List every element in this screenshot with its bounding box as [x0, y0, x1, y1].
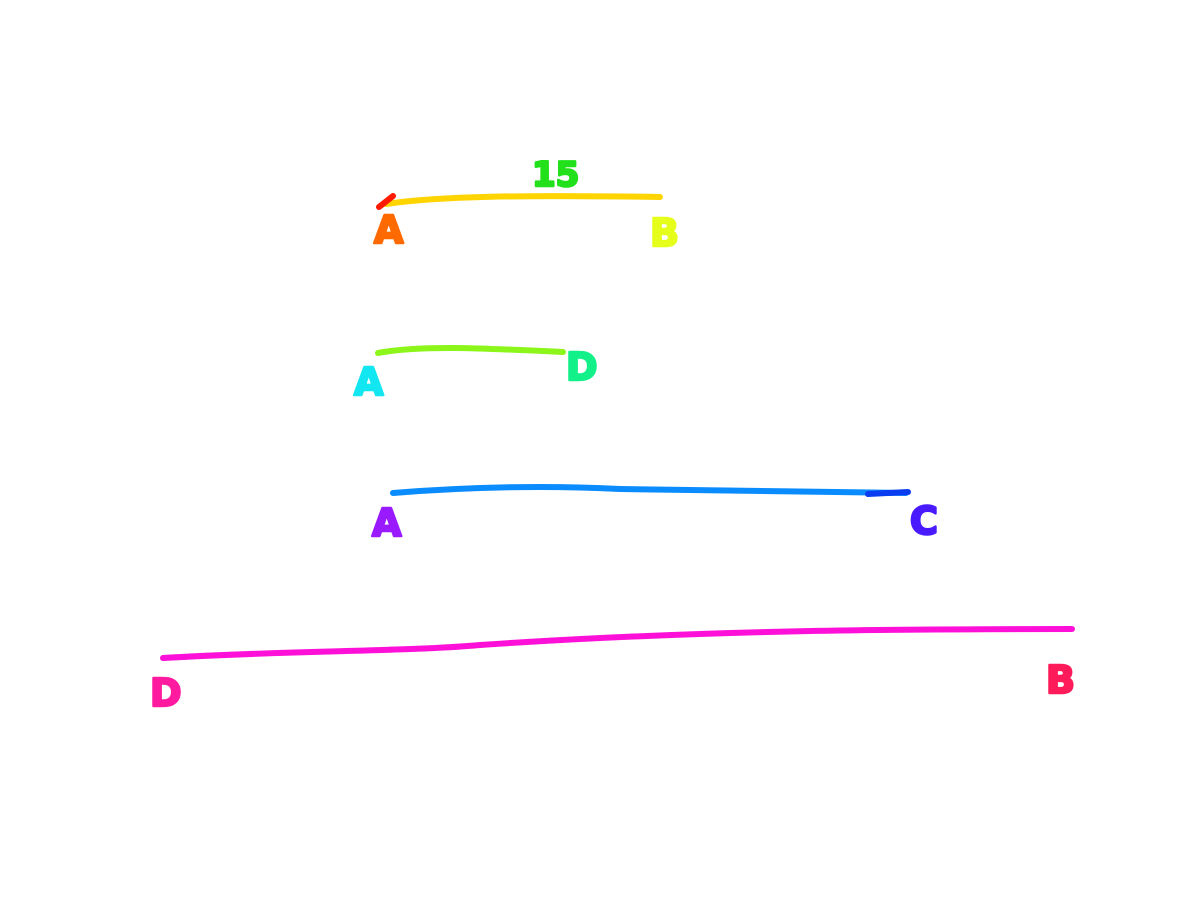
- segment-db: D B: [149, 626, 1076, 716]
- segment-ac-line: [390, 484, 909, 496]
- segment-ab-length-label: 15: [532, 155, 579, 195]
- segment-ad-start-label: A: [354, 360, 384, 404]
- segment-ab-line: [383, 193, 663, 207]
- segment-db-end-label: B: [1046, 658, 1075, 702]
- segment-ac-end-label: C: [910, 499, 938, 543]
- segment-ac: A C: [371, 484, 939, 546]
- segment-db-line: [160, 626, 1075, 661]
- segment-ad-end-label: D: [566, 345, 598, 389]
- segment-ad: A D: [353, 344, 599, 406]
- segment-db-start-label: D: [150, 671, 182, 715]
- segment-ac-end-tick: [865, 489, 911, 497]
- segment-ad-line: [375, 344, 566, 356]
- segment-ac-start-label: A: [372, 501, 402, 545]
- segment-ab-start-label: A: [374, 208, 404, 252]
- segment-ab-end-label: B: [650, 211, 679, 255]
- segment-ab: A B 15: [373, 154, 680, 257]
- segment-ab-start-tick: [376, 193, 396, 210]
